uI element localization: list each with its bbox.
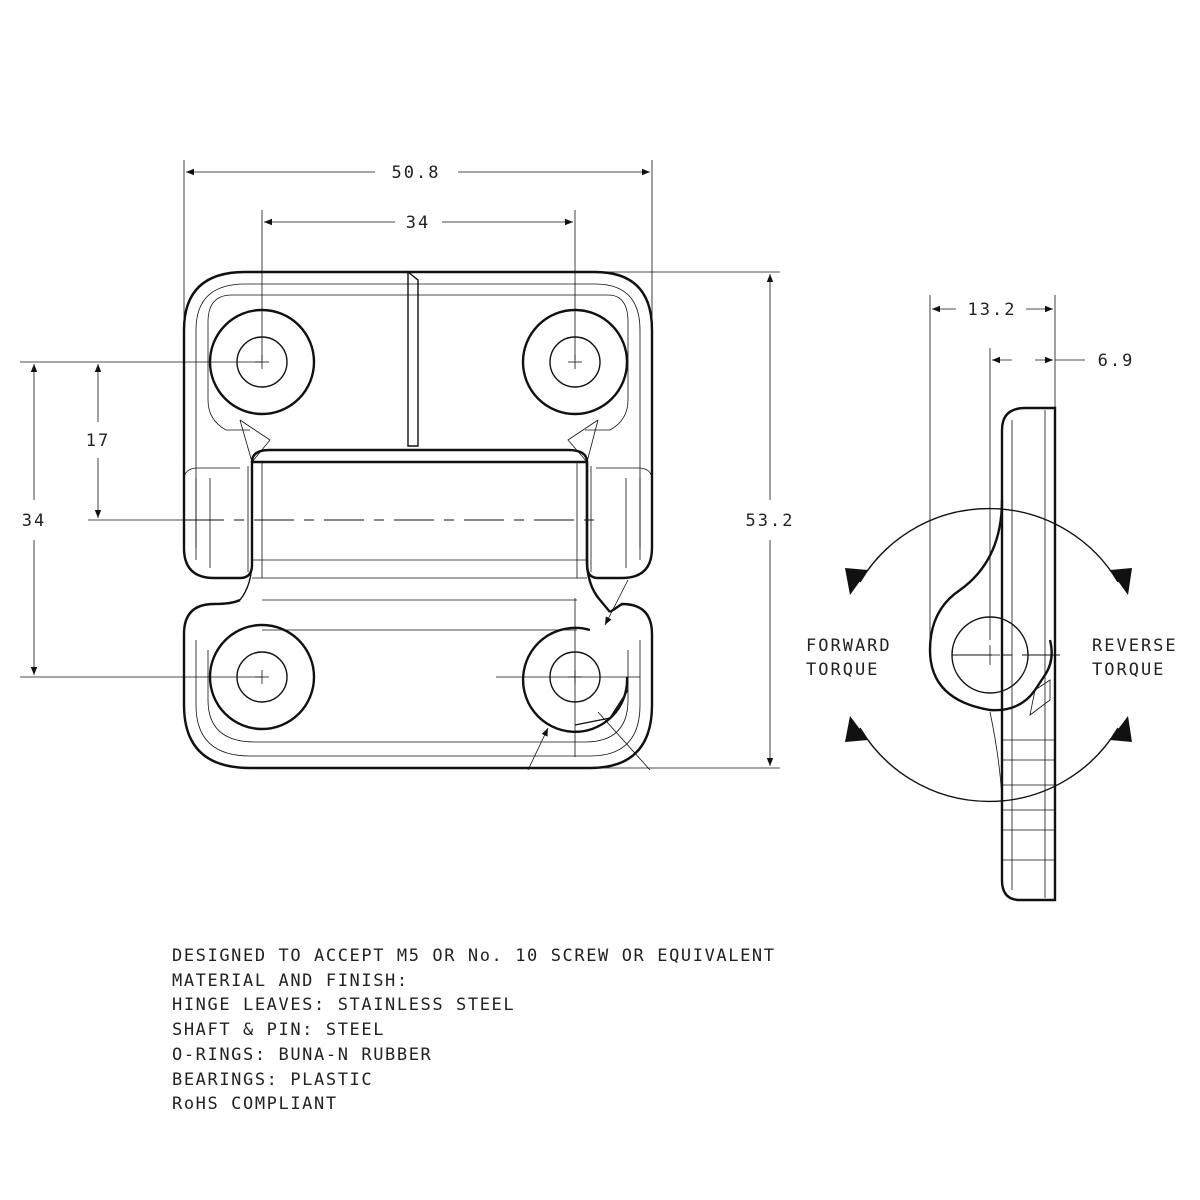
dim-side-depth: 13.2	[968, 300, 1017, 320]
note-line: BEARINGS: PLASTIC	[172, 1069, 374, 1090]
mounting-hole-bottom-right	[521, 626, 629, 734]
dim-hole-spacing-y: 34	[22, 511, 46, 531]
dim-overall-height: 53.2	[746, 511, 795, 531]
note-line: RoHS COMPLIANT	[172, 1094, 338, 1115]
note-line: DESIGNED TO ACCEPT M5 OR No. 10 SCREW OR…	[172, 946, 776, 966]
note-line: MATERIAL AND FINISH:	[172, 970, 409, 991]
forward-arrow-upper	[845, 568, 868, 595]
dim-overall-width: 50.8	[392, 163, 441, 183]
dim-side-offset: 6.9	[1098, 351, 1135, 371]
side-knuckle-profile	[928, 499, 1053, 712]
note-line: O-RINGS: BUNA-N RUBBER	[172, 1044, 433, 1065]
torque-arc-lower	[859, 727, 1119, 803]
dim-half-spacing: 17	[86, 431, 110, 451]
side-view: 13.2 6.9 FORWARD TORQUE REVERSE TORQUE	[806, 295, 1178, 902]
dim-hole-spacing-x: 34	[406, 213, 430, 233]
forward-torque-label-1: FORWARD	[806, 636, 892, 656]
upper-leaf-seam	[407, 270, 419, 447]
reverse-torque-label-2: TORQUE	[1092, 660, 1165, 680]
hinge-barrel	[250, 448, 611, 613]
torque-arc-upper	[859, 507, 1119, 583]
front-dimensions: 50.8 34 53.2 34 17	[20, 160, 795, 769]
side-back-plate	[1000, 406, 1057, 902]
front-view	[182, 270, 654, 771]
lower-leaf-outline	[182, 598, 654, 770]
note-line: HINGE LEAVES: STAINLESS STEEL	[172, 995, 516, 1016]
drawing-notes: DESIGNED TO ACCEPT M5 OR No. 10 SCREW OR…	[172, 944, 776, 1117]
reverse-arrow-upper	[1110, 568, 1132, 595]
reverse-arrow-lower	[1110, 716, 1132, 742]
note-line: SHAFT & PIN: STEEL	[172, 1020, 386, 1041]
reverse-torque-label-1: REVERSE	[1092, 636, 1178, 656]
forward-arrow-lower	[845, 716, 868, 742]
forward-torque-label-2: TORQUE	[806, 660, 879, 680]
